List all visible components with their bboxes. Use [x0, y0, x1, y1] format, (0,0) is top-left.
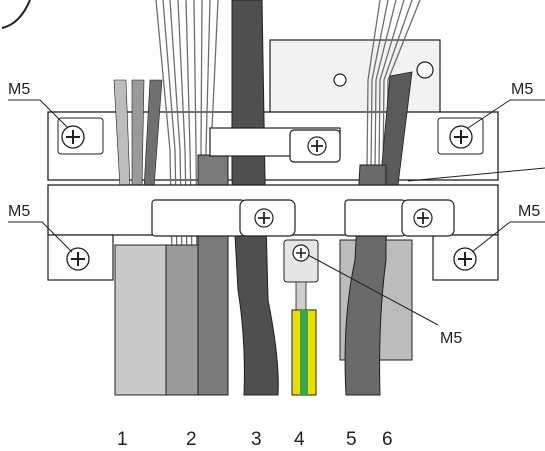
screw-clamp-right: [413, 208, 433, 228]
cable-1: [114, 244, 168, 396]
clamp-bracket-right: [344, 199, 406, 237]
label-screw-mid-right: M5: [518, 203, 540, 220]
cable-number-4: 4: [294, 429, 305, 450]
panel-hole-2: [416, 61, 434, 79]
screw-ground: [292, 244, 310, 262]
cable-number-2: 2: [186, 429, 197, 450]
screw-mid-right: [453, 247, 477, 271]
cable-4-stripe: [300, 310, 308, 395]
label-screw-top-left: M5: [8, 81, 30, 98]
screw-top-right: [449, 125, 473, 149]
upper-plate-left-tab: [57, 117, 104, 155]
screw-clamp-left: [254, 208, 274, 228]
corner-circle-mark: [1, 0, 31, 29]
screw-top-left: [61, 125, 85, 149]
leader-lines: [8, 99, 545, 326]
label-screw-mid-left: M5: [8, 203, 30, 220]
upper-plate-right-tab: [437, 117, 484, 155]
clamp-bracket-left: [151, 199, 245, 237]
cable-number-3: 3: [251, 429, 262, 450]
screw-upper-clamp: [307, 136, 327, 156]
grey-ribbons: [113, 79, 163, 189]
cable-2-left: [165, 244, 199, 396]
cable-number-1: 1: [117, 429, 128, 450]
back-panel-upper: [269, 39, 441, 121]
ground-wire-lead: [295, 281, 307, 313]
label-screw-ground: M5: [440, 330, 462, 347]
panel-hole-1: [333, 73, 347, 87]
cable-number-6: 6: [382, 429, 393, 450]
label-screw-top-right: M5: [511, 81, 533, 98]
cable-number-5: 5: [346, 429, 357, 450]
screw-mid-left: [66, 247, 90, 271]
